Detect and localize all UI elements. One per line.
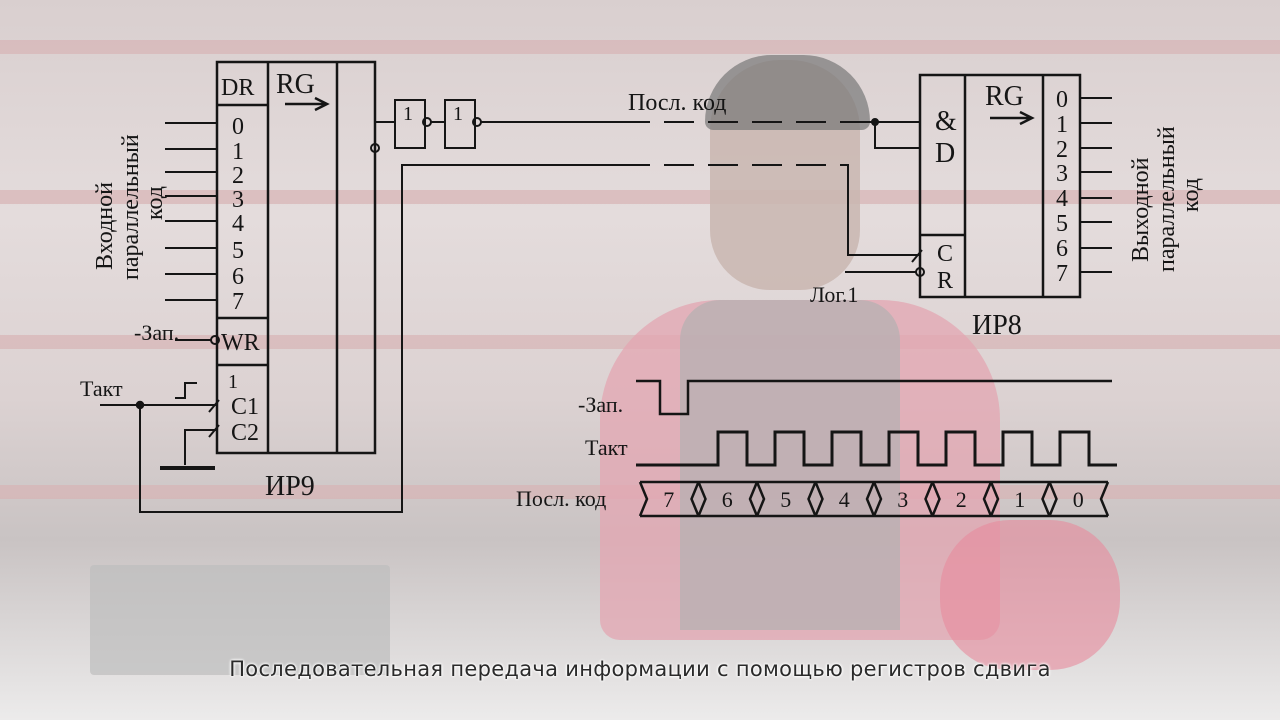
timing-write-label: -Зап. [578,392,623,417]
r-pin: R [937,268,953,294]
ir9-label: ИР9 [265,471,315,502]
input-pin-7: 7 [232,289,244,315]
serial-bit-label: 5 [780,487,791,512]
and-header: & [935,106,957,137]
rg-header: RG [276,69,315,100]
serial-bit-cell [814,480,876,518]
serial-bit-cell [931,480,993,518]
output-code-label: параллельный [1154,126,1180,272]
serial-bit-cell [755,480,817,518]
register-ir8: & D RG C R 0 1 2 3 4 5 6 7 ИР8 Лог.1 [810,73,1204,341]
input-pin-5: 5 [232,238,244,264]
serial-bit-label: 1 [1014,487,1025,512]
serial-bit-cell [989,480,1051,518]
pink-tool [940,520,1120,670]
video-caption: Последовательная передача информации с п… [229,657,1051,681]
clock-pin-c2: C2 [231,420,259,446]
shelf [0,190,1280,204]
serial-bit-label: 2 [956,487,967,512]
clock-input-label: Такт [80,376,123,401]
inverter-2-label: 1 [453,103,463,125]
timing-clock-label: Такт [585,435,628,460]
serial-bit-label: 0 [1073,487,1084,512]
dr-header: DR [221,75,254,101]
input-pin-1: 1 [232,139,244,165]
output-pin-2: 2 [1056,137,1068,163]
input-code-label: код [142,186,168,220]
serial-bit-label: 6 [722,487,733,512]
input-pin-2: 2 [232,163,244,189]
input-pin-3: 3 [232,187,244,213]
clock-pin-1: 1 [228,371,238,393]
output-pin-4: 4 [1056,186,1068,212]
c-pin: C [937,241,953,267]
write-waveform [636,379,1112,416]
output-code-label: код [1178,178,1204,212]
input-code-label: Входной [92,182,118,270]
input-code-label: параллельный [118,134,144,280]
output-pin-7: 7 [1056,261,1068,287]
register-ir9: DR RG 0 1 2 3 4 5 6 7 WR 1 C1 C2 ИР9 -За… [80,60,620,513]
input-pin-4: 4 [232,211,244,237]
clock-waveform [636,430,1117,467]
output-pin-3: 3 [1056,161,1068,187]
clock-pin-c1: C1 [231,394,259,420]
output-pin-1: 1 [1056,112,1068,138]
bench-device [90,565,390,675]
logic-one-label: Лог.1 [810,282,858,307]
output-pin-0: 0 [1056,87,1068,113]
timing-serial-label: Посл. код [516,486,606,511]
shelf [0,40,1280,54]
serial-bit-cell [872,480,934,518]
rg-header: RG [985,81,1024,112]
inverter-1-label: 1 [403,103,413,125]
input-pin-6: 6 [232,264,244,290]
serial-bit-label: 4 [839,487,850,512]
serial-bit-label: 3 [897,487,908,512]
serial-bit-label: 7 [663,487,674,512]
d-header: D [935,138,955,169]
timing-diagram: -Зап. Такт Посл. код 7 6 5 4 3 2 1 0 [516,379,1117,518]
inverter-chain: 1 1 Посл. код [375,90,923,263]
serial-code-label: Посл. код [628,90,727,116]
output-code-label: Выходной [1128,157,1154,262]
ir8-label: ИР8 [972,310,1022,341]
serial-bit-cell [697,480,759,518]
serial-bit-cell [638,480,700,518]
output-pin-6: 6 [1056,236,1068,262]
presenter-hair [705,55,870,130]
input-pin-0: 0 [232,114,244,140]
wr-pin: WR [221,330,260,356]
output-pin-5: 5 [1056,211,1068,237]
serial-bit-cell [1048,480,1110,518]
write-input-label: -Зап. [134,320,179,345]
